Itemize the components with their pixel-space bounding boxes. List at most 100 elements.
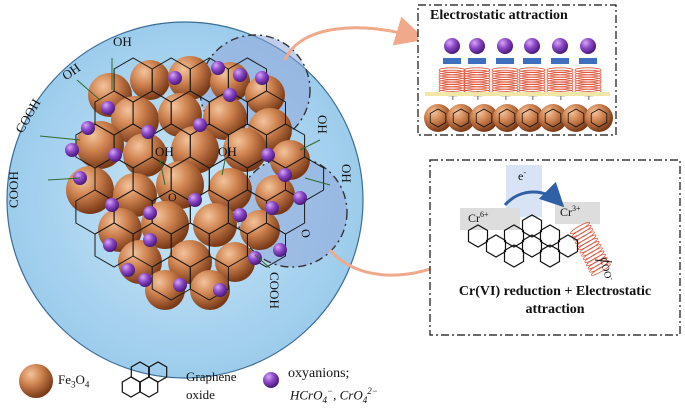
fe3o4-sphere	[158, 93, 202, 137]
graphene-hexagon	[557, 234, 579, 258]
fe3o4-sphere	[123, 133, 167, 177]
oxyanion-sphere	[143, 233, 157, 247]
electron-label: e-	[518, 168, 526, 183]
oxyanion-sphere	[143, 206, 157, 220]
oxyanion-sphere	[103, 238, 117, 252]
fe3o4-sphere	[190, 270, 230, 310]
spring-coil	[574, 86, 602, 92]
label-oh-top: OH	[113, 34, 132, 49]
legend-graphene-label: Graphene oxide	[186, 368, 237, 404]
fe3o4-sphere	[223, 128, 267, 172]
oxyanion-sphere	[105, 198, 119, 212]
oxyanion-sphere	[108, 148, 122, 162]
label-oh-center-right: OH	[218, 144, 237, 159]
fe3o4-sphere	[193, 203, 237, 247]
panel-hex	[498, 108, 516, 128]
oxyanion-sphere	[173, 278, 187, 292]
spring-coil	[463, 86, 491, 92]
label-oh-right: OH	[315, 115, 330, 134]
fe3o4-sphere	[208, 168, 252, 212]
panel-fe3o4	[539, 104, 567, 132]
panel-negative-bar	[579, 58, 597, 64]
panel-oxyanion	[580, 38, 596, 54]
fe3o4-sphere	[113, 173, 157, 217]
oxyanion-sphere	[255, 71, 269, 85]
spring-coil	[584, 250, 605, 263]
panel-negative-bar	[468, 58, 486, 64]
electron-transfer-arrow	[503, 181, 565, 208]
oxyanion-sphere	[248, 251, 262, 265]
fe3o4-sphere	[245, 75, 285, 115]
oxyanion-sphere	[213, 283, 227, 297]
spring-coil	[576, 234, 597, 247]
spring-coil	[589, 260, 610, 273]
graphene-hexagon	[139, 376, 159, 398]
panel-hex	[452, 108, 470, 128]
label-oh-center-left: OH	[155, 144, 174, 159]
oxyanion-sphere	[278, 168, 292, 182]
panel-oxyanion	[497, 38, 513, 54]
legend-graphene-icon	[121, 361, 168, 398]
spring-coil	[573, 228, 594, 241]
interface-strip	[425, 92, 610, 96]
panel-negative-bar	[551, 58, 569, 64]
panel-fe3o4	[447, 104, 475, 132]
spring-coil	[590, 263, 611, 276]
graphene-hexagon	[189, 255, 229, 301]
legend-graphics	[19, 361, 279, 398]
spring-coil	[574, 231, 595, 244]
graphene-hexagon	[521, 214, 543, 238]
panel-fe3o4	[562, 104, 590, 132]
spring-coil	[491, 86, 519, 92]
panel-negative-bar	[523, 58, 541, 64]
legend-oxyanions-label: oxyanions;	[288, 366, 350, 381]
reduction-graphene	[467, 214, 579, 268]
electrostatic-detail: ++++++	[424, 38, 613, 132]
panel-oxyanion	[469, 38, 485, 54]
label-oh-far-right: OH	[339, 164, 354, 183]
oxyanion-sphere	[101, 101, 115, 115]
panel-negative-bar	[443, 58, 461, 64]
oxyanion-sphere	[138, 273, 152, 287]
oxyanion-sphere	[211, 61, 225, 75]
panel-hex	[590, 108, 608, 128]
electrostatic-springs	[438, 67, 602, 95]
oxyanion-sphere	[193, 118, 207, 132]
graphene-hexagon	[539, 224, 561, 248]
panel-fe3o4	[470, 104, 498, 132]
oxyanion-sphere	[293, 191, 307, 205]
panel-oxyanion	[444, 38, 460, 54]
graphene-hexagon	[521, 234, 543, 258]
oxyanion-sphere	[261, 148, 275, 162]
spring-coil	[582, 247, 603, 260]
reduction-title: Cr(VI) reduction + Electrostatic attract…	[458, 284, 652, 317]
panel-oxyanion	[552, 38, 568, 54]
spring-coil	[581, 244, 602, 257]
spring-coil	[546, 86, 574, 92]
cr3-box	[555, 202, 600, 224]
label-o-mid: O	[168, 190, 177, 204]
fe3o4-sphere	[130, 60, 170, 100]
panel-oxyanion	[524, 38, 540, 54]
graphene-hexagon	[467, 224, 489, 248]
functional-group-bonds	[39, 58, 331, 269]
panel-hex	[567, 108, 585, 128]
spring-coil	[518, 86, 546, 92]
panel-fe3o4	[516, 104, 544, 132]
fe3o4-sphere	[215, 242, 255, 282]
legend-graphene-line1: Graphene	[186, 369, 237, 384]
spring-coil	[438, 86, 466, 92]
graphene-hexagon	[503, 224, 525, 248]
panel-fe3o4	[493, 104, 521, 132]
oxyanion-sphere	[273, 243, 287, 257]
legend-fe3o4-icon	[19, 364, 53, 398]
legend-oxyanion-formulas: HCrO4−, CrO42−	[290, 386, 378, 405]
graphene-hexagon	[246, 222, 286, 268]
oxyanion-sphere	[121, 263, 135, 277]
graphene-hexagon	[485, 234, 507, 258]
label-cooh-bottom: COOH	[267, 272, 282, 309]
oxyanion-sphere	[233, 208, 247, 222]
spring-coil	[579, 241, 600, 254]
panel-fe3o4	[585, 104, 613, 132]
